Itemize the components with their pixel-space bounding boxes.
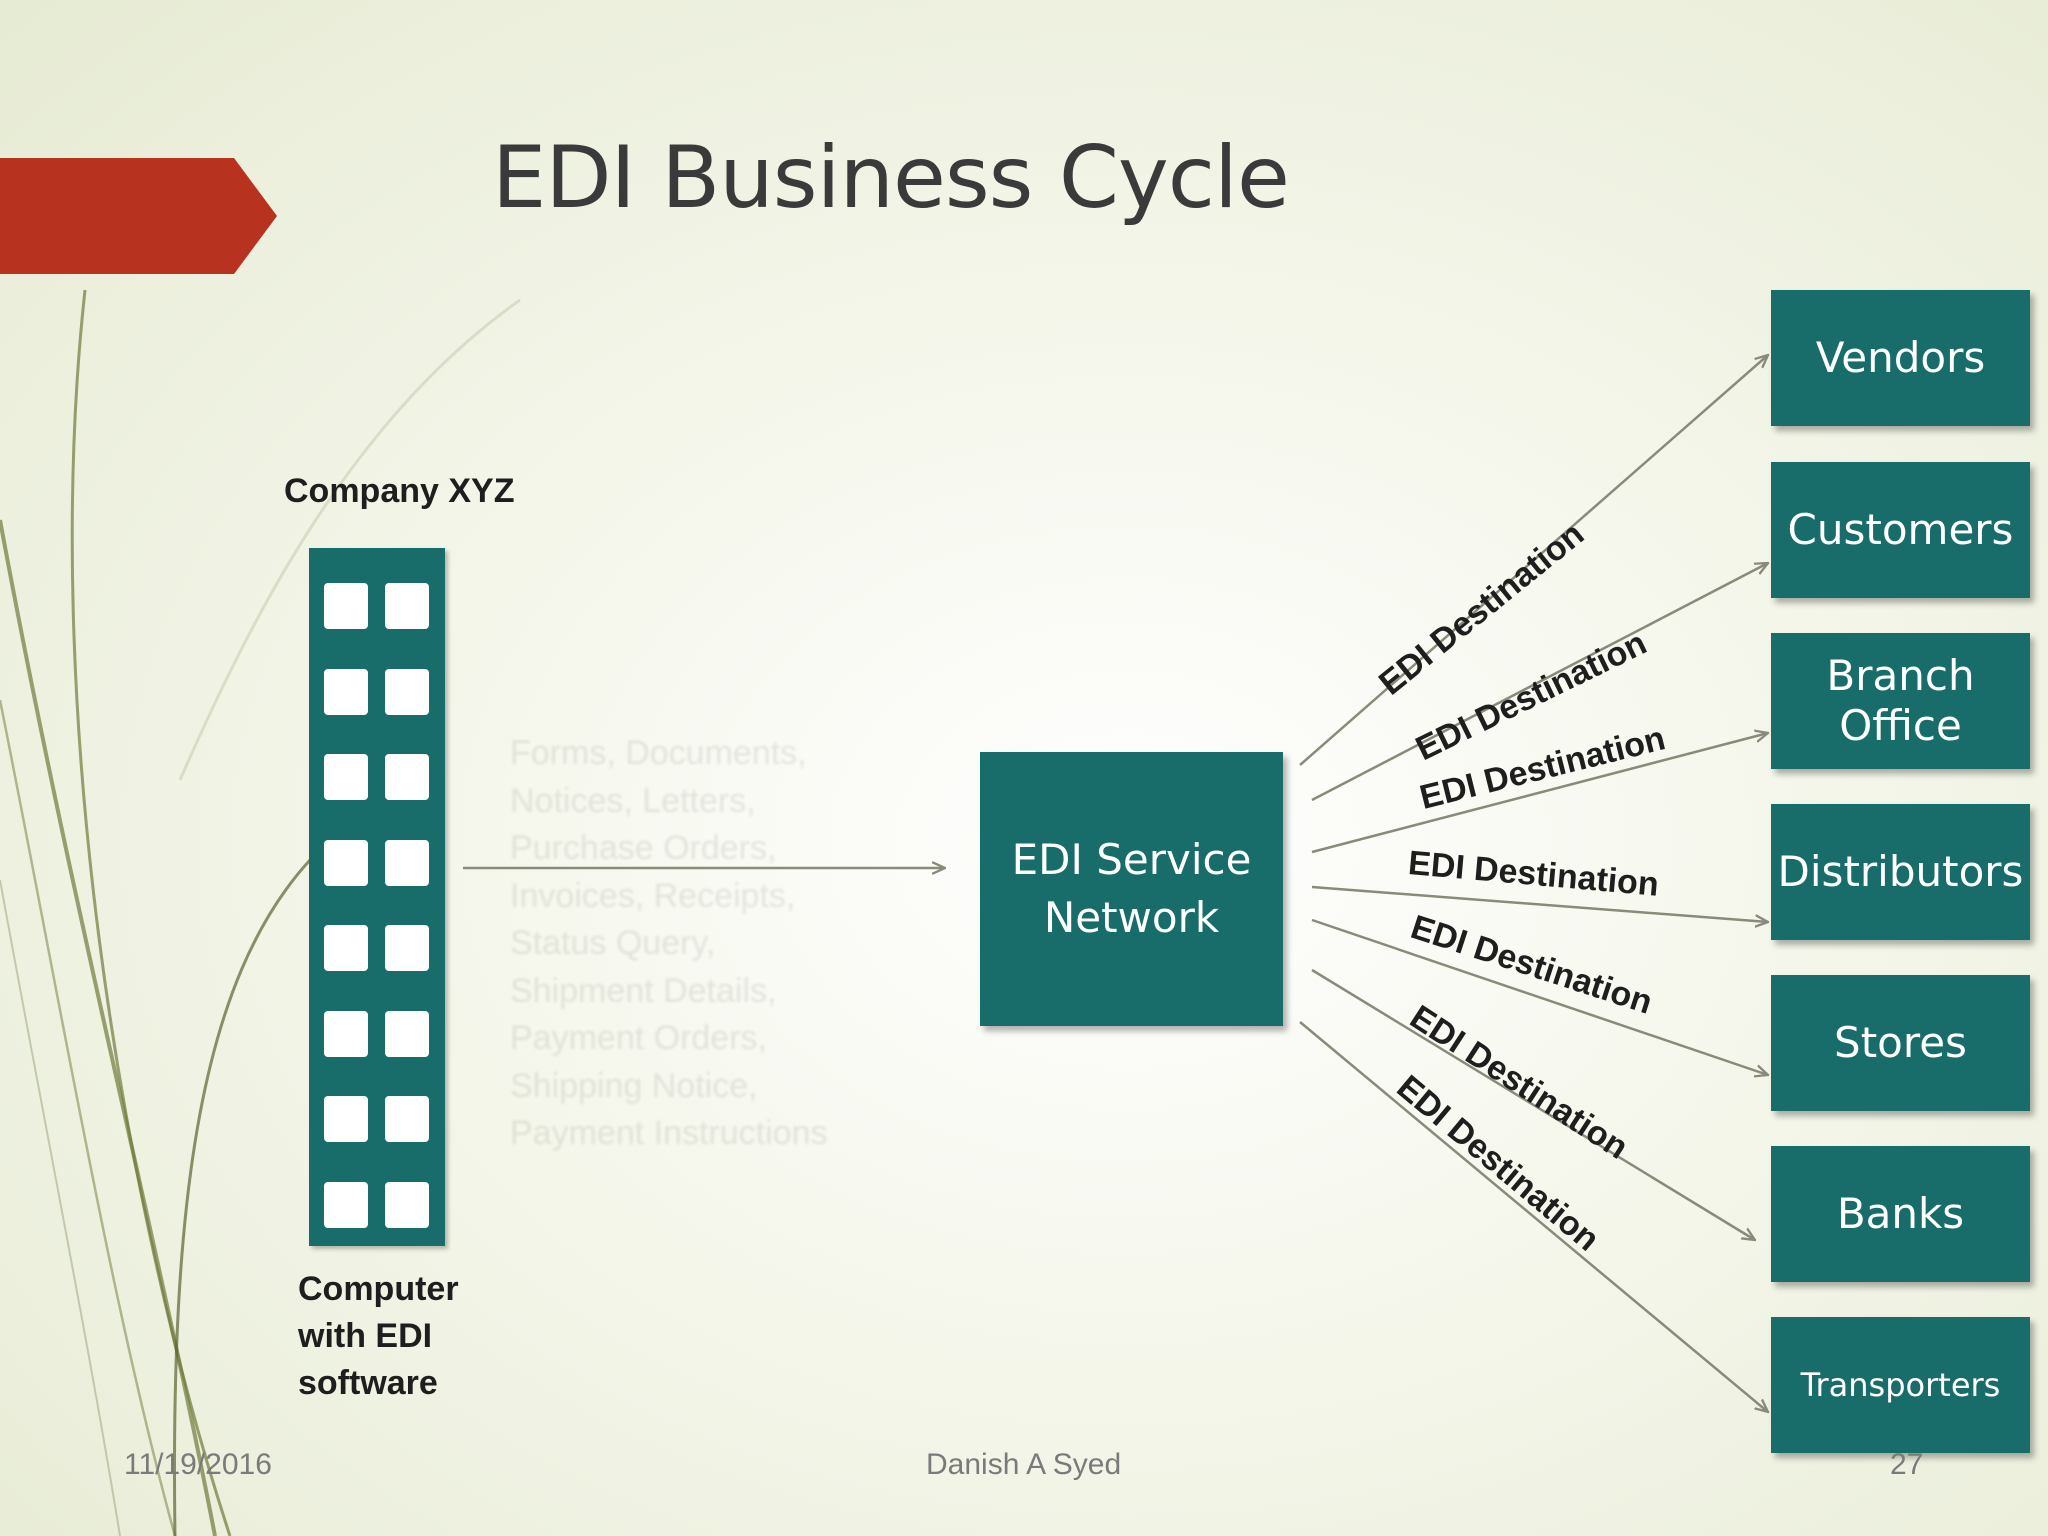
document-type: Payment Orders, — [510, 1019, 767, 1057]
edge-hub-to-branch-office — [1311, 733, 1768, 854]
building-window-icon — [324, 1096, 368, 1142]
building-window-icon — [385, 925, 429, 971]
edge-hub-to-banks — [1311, 968, 1755, 1240]
building-window-icon — [324, 583, 368, 629]
computer-label-line: software — [298, 1364, 438, 1402]
edge-hub-to-vendors — [1299, 355, 1768, 766]
company-label: Company XYZ — [284, 472, 515, 510]
destination-distributors: Distributors — [1771, 804, 2030, 940]
building-window-icon — [324, 925, 368, 971]
computer-label-line: Computer — [298, 1270, 459, 1308]
building-window-icon — [324, 668, 368, 715]
building-window-icon — [385, 1010, 429, 1057]
document-type: Notices, Letters, — [510, 781, 756, 820]
destination-label: Branch Office — [1826, 651, 1975, 750]
document-type: Invoices, Receipts, — [510, 876, 796, 915]
footer-date: 11/19/2016 — [124, 1448, 272, 1481]
document-type: Status Query, — [510, 924, 716, 962]
document-type: Purchase Orders, — [510, 829, 777, 867]
building-window-icon — [385, 1096, 429, 1142]
red-arrow-tag — [0, 158, 277, 274]
building-window-icon — [324, 754, 368, 800]
destination-branch-office: Branch Office — [1771, 633, 2030, 769]
destination-vendors: Vendors — [1771, 290, 2030, 426]
computer-label-line: with EDI — [298, 1317, 433, 1355]
document-type: Forms, Documents, — [510, 734, 807, 772]
footer-page-number: 27 — [1890, 1448, 1924, 1481]
building-window-icon — [324, 839, 368, 886]
edge-hub-to-distributors — [1311, 885, 1768, 922]
building-window-icon — [385, 754, 429, 800]
computer-label: Computer with EDI software — [298, 1266, 538, 1407]
document-types-list: Forms, Documents, Notices, Letters, Purc… — [510, 730, 890, 1158]
destination-banks: Banks — [1771, 1146, 2030, 1282]
document-type: Shipping Notice, — [510, 1066, 758, 1105]
destination-customers: Customers — [1771, 462, 2030, 598]
building-window-icon — [385, 583, 429, 629]
building-window-icon — [324, 1181, 368, 1228]
hub-label-line: EDI Service — [1011, 835, 1252, 884]
destination-transporters: Transporters — [1771, 1317, 2030, 1453]
edi-service-network-box: EDI Service Network — [980, 752, 1283, 1026]
destination-stores: Stores — [1771, 975, 2030, 1111]
edge-hub-to-transporters — [1299, 1021, 1768, 1412]
hub-label-line: Network — [1043, 893, 1220, 942]
computer-building-icon — [309, 548, 445, 1246]
edge-hub-to-stores — [1311, 918, 1768, 1075]
building-window-icon — [385, 839, 429, 886]
building-window-icon — [324, 1010, 368, 1057]
footer-author: Danish A Syed — [926, 1448, 1122, 1481]
building-window-icon — [385, 1181, 429, 1228]
building-window-icon — [385, 668, 429, 715]
document-type: Shipment Details, — [510, 971, 777, 1010]
slide-title: EDI Business Cycle — [492, 128, 1290, 228]
document-type: Payment Instructions — [510, 1114, 828, 1152]
edge-lines — [463, 355, 1768, 1412]
edge-hub-to-customers — [1311, 563, 1768, 802]
